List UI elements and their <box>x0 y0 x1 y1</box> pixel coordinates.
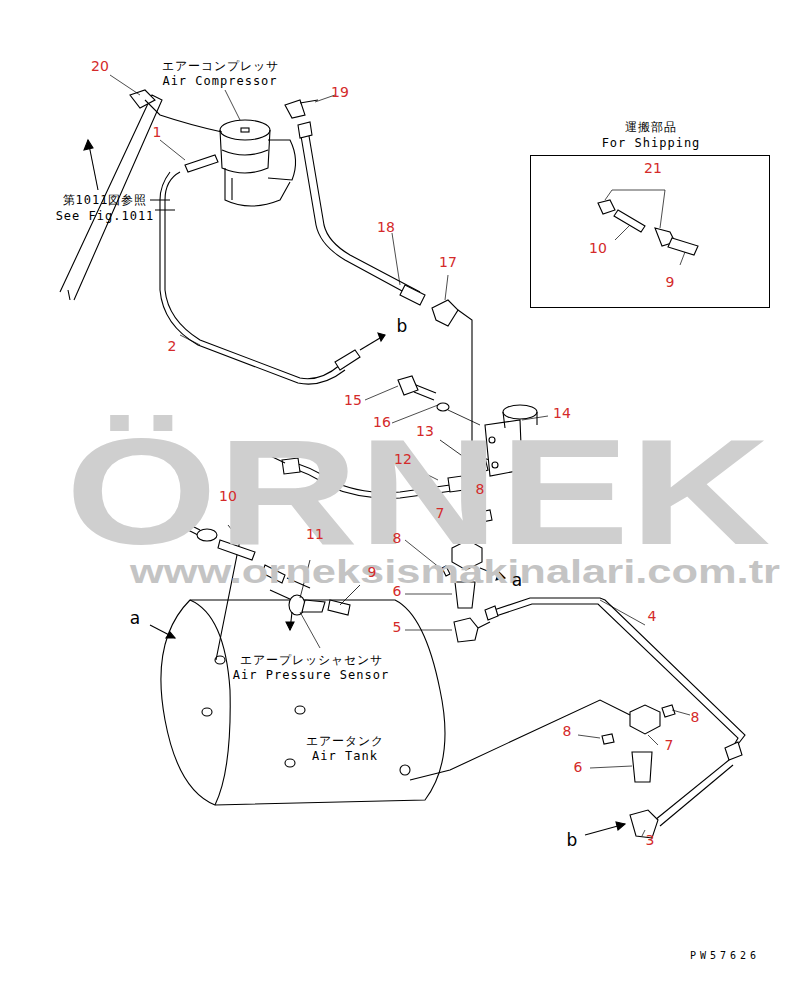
callout-number: 18 <box>377 220 395 235</box>
part-label: エアータンク <box>306 735 384 748</box>
callout-number: 8 <box>476 482 485 497</box>
callout-number: 3 <box>646 833 655 848</box>
callout-number: 9 <box>666 275 675 290</box>
callout-number: 7 <box>665 738 674 753</box>
callout-number: 5 <box>393 620 402 635</box>
callout-number: 2 <box>168 339 177 354</box>
part-label: Air Pressure Sensor <box>233 669 389 682</box>
callout-number: 6 <box>574 760 583 775</box>
watermark: ÖRNEK <box>66 417 771 567</box>
callout-number: 13 <box>416 424 434 439</box>
callout-number: 17 <box>439 255 457 270</box>
callout-number: 7 <box>436 506 445 521</box>
callout-number: 10 <box>589 241 607 256</box>
callout-number: 8 <box>691 710 700 725</box>
part-label: 第1011図参照 <box>63 194 148 207</box>
callout-number: 14 <box>553 406 571 421</box>
callout-number: 1 <box>153 125 162 140</box>
reference-letter: a <box>130 609 140 628</box>
callout-number: 16 <box>373 415 391 430</box>
reference-letter: a <box>512 571 522 590</box>
reference-letter: b <box>567 831 578 850</box>
callout-number: 6 <box>393 584 402 599</box>
part-label: See Fig.1011 <box>56 210 155 223</box>
callout-number: 20 <box>91 59 109 74</box>
drawing-code: PW57626 <box>690 950 760 961</box>
callout-number: 8 <box>393 531 402 546</box>
reference-letter: b <box>397 317 408 336</box>
part-label: Air Compressor <box>162 75 277 88</box>
callout-number: 8 <box>563 724 572 739</box>
callout-number: 15 <box>344 393 362 408</box>
callout-number: 9 <box>368 565 377 580</box>
callout-number: 21 <box>644 161 662 176</box>
callout-number: 19 <box>331 85 349 100</box>
box-heading: 運搬部品 <box>625 121 677 134</box>
part-label: エアーコンプレッサ <box>162 60 279 73</box>
callout-number: 4 <box>648 609 657 624</box>
part-label: Air Tank <box>312 750 378 763</box>
shipping-box: 運搬部品For Shipping21109 <box>530 155 770 308</box>
watermark-url: www.orneksismakinalari.com.tr <box>130 554 780 588</box>
callout-number: 12 <box>394 452 412 467</box>
part-label: エアープレッシャセンサ <box>240 654 383 667</box>
callout-number: 10 <box>219 489 237 504</box>
box-heading: For Shipping <box>602 137 701 150</box>
callout-number: 11 <box>306 527 324 542</box>
